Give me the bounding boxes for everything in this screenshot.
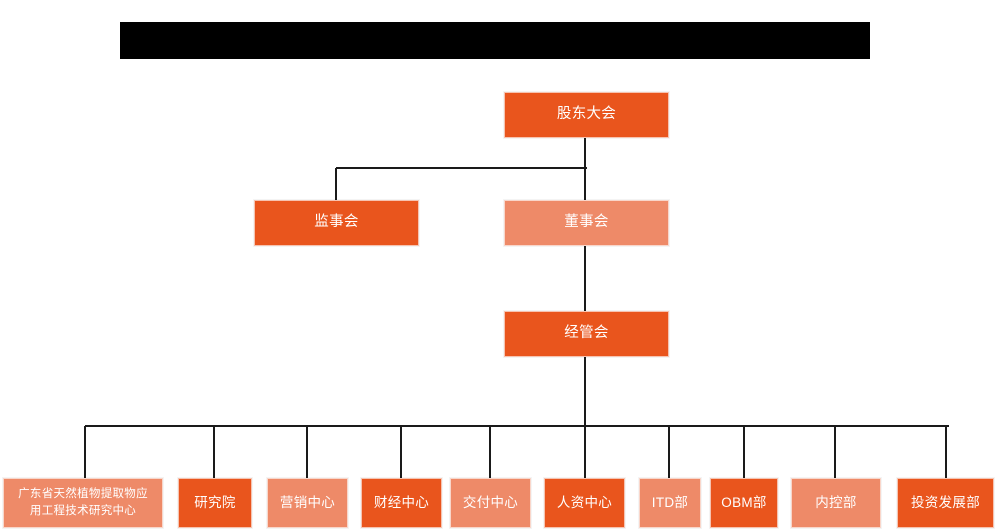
org-node-label: 交付中心 (462, 494, 519, 510)
org-node-n3[interactable]: 董事会 (504, 200, 669, 246)
org-node-n5[interactable]: 广东省天然植物提取物应 用工程技术研究中心 (3, 478, 163, 528)
connector-horizontal-c2 (336, 167, 587, 169)
connector-vertical-c16 (834, 426, 836, 478)
org-node-n9[interactable]: 交付中心 (450, 478, 531, 528)
org-node-label: 财经中心 (373, 494, 430, 510)
org-node-n13[interactable]: 内控部 (791, 478, 881, 528)
connector-horizontal-c7 (85, 425, 949, 427)
connector-vertical-c4 (584, 168, 586, 200)
connector-vertical-c8 (84, 426, 86, 478)
org-node-n8[interactable]: 财经中心 (361, 478, 442, 528)
connector-vertical-c13 (584, 426, 586, 478)
org-node-label: 董事会 (564, 214, 609, 231)
org-node-n4[interactable]: 经管会 (504, 311, 669, 357)
connector-vertical-c11 (400, 426, 402, 478)
org-node-n7[interactable]: 营销中心 (267, 478, 348, 528)
org-node-n14[interactable]: 投资发展部 (897, 478, 994, 528)
org-node-n11[interactable]: ITD部 (639, 478, 701, 528)
connector-vertical-c14 (668, 426, 670, 478)
org-node-n10[interactable]: 人资中心 (544, 478, 625, 528)
org-node-label: 人资中心 (556, 494, 613, 510)
connector-vertical-c9 (213, 426, 215, 478)
connector-vertical-c12 (489, 426, 491, 478)
org-node-n2[interactable]: 监事会 (254, 200, 419, 246)
redacted-title-banner (120, 22, 870, 59)
connector-vertical-c15 (743, 426, 745, 478)
org-node-label: OBM部 (721, 494, 767, 510)
org-node-label: 营销中心 (279, 494, 336, 510)
connector-vertical-c10 (306, 426, 308, 478)
org-node-label: 内控部 (815, 494, 857, 510)
org-node-n12[interactable]: OBM部 (710, 478, 778, 528)
connector-vertical-c3 (335, 168, 337, 200)
connector-vertical-c5 (584, 246, 586, 311)
org-node-label: 监事会 (314, 214, 359, 231)
org-node-label: ITD部 (651, 494, 689, 510)
org-node-label: 广东省天然植物提取物应 用工程技术研究中心 (18, 488, 148, 517)
connector-vertical-c17 (945, 426, 947, 478)
org-node-label: 经管会 (564, 325, 609, 342)
connector-vertical-c6 (584, 357, 586, 427)
org-node-n1[interactable]: 股东大会 (504, 92, 669, 138)
org-node-label: 投资发展部 (911, 494, 980, 510)
org-node-label: 研究院 (194, 494, 236, 510)
org-node-n6[interactable]: 研究院 (178, 478, 252, 528)
org-node-label: 股东大会 (556, 106, 617, 123)
